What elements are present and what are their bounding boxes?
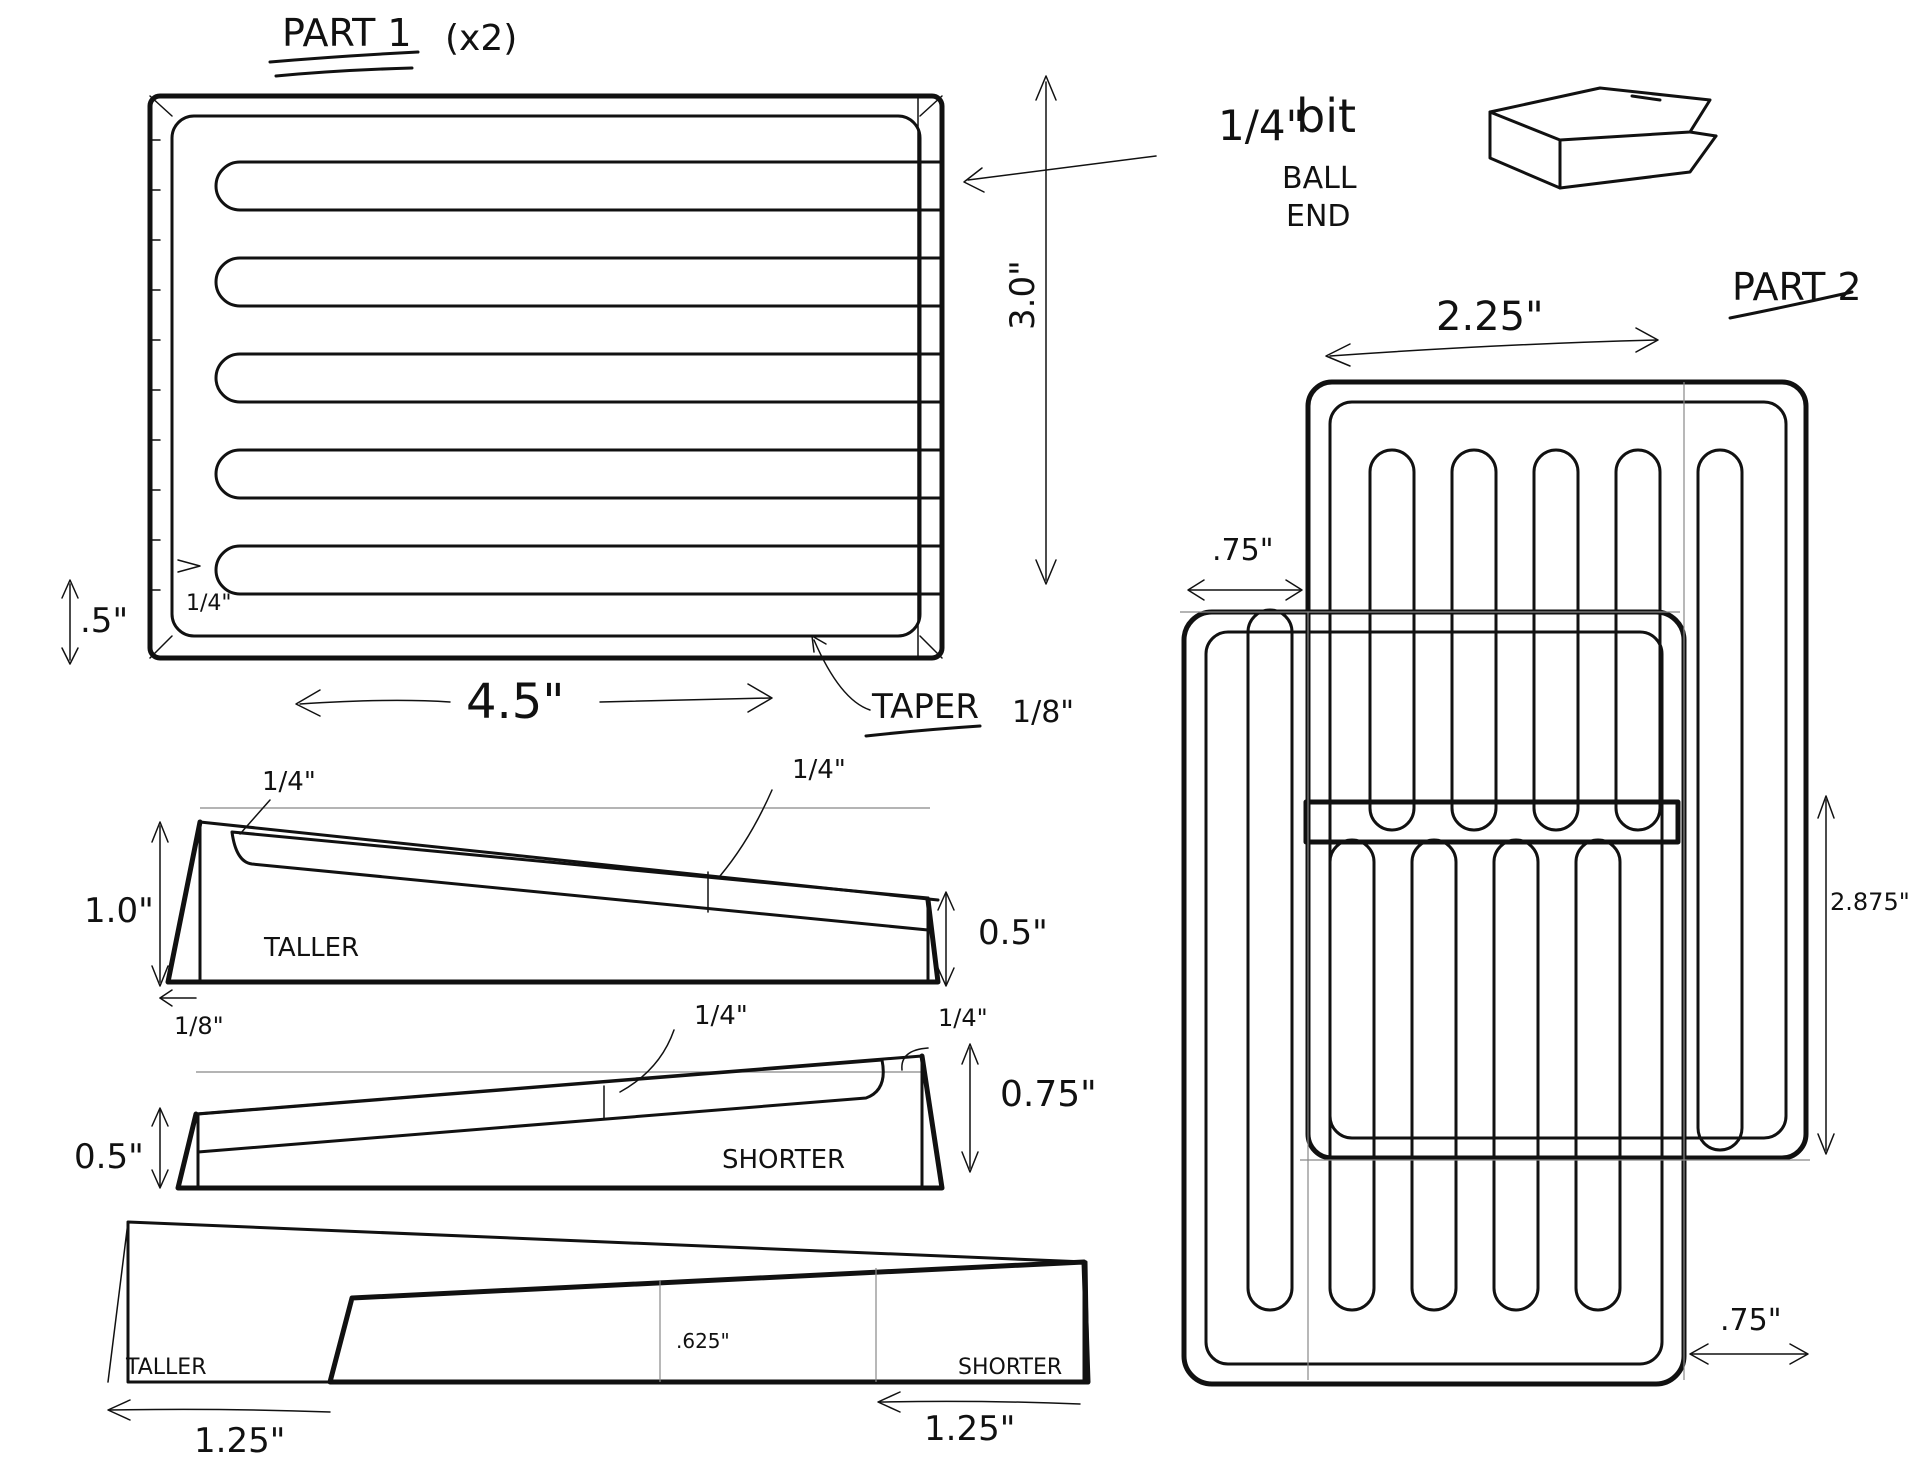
- shorter-left-height: 0.5": [74, 1137, 144, 1177]
- part2-back-outer: [1305, 379, 1809, 1161]
- part2-back-plate: [1305, 379, 1809, 1161]
- part2-front-grooves: [1246, 608, 1622, 1312]
- part1-width-dim: [295, 683, 773, 717]
- bit-end: END: [1286, 199, 1351, 234]
- shorter-label: SHORTER: [722, 1145, 845, 1175]
- shorter-end-groove: 1/4": [938, 1004, 988, 1032]
- taller-bottom-taper: 1/8": [174, 1012, 224, 1040]
- part2-cross-bar: [1303, 799, 1681, 845]
- assembly-taller: [126, 1220, 1090, 1384]
- part1-inner-edge: [170, 114, 922, 638]
- part2-width-dim: [1325, 327, 1659, 367]
- shorter-right-height: 0.75": [1000, 1074, 1097, 1115]
- wedge-3d-sketch: [1488, 86, 1718, 190]
- taller-mid-groove: 1/4": [792, 755, 846, 785]
- part2-back-inner: [1328, 400, 1788, 1140]
- part2-back-grooves: [1368, 448, 1744, 1152]
- part1-qty: (x2): [445, 18, 517, 59]
- taper-label: TAPER: [871, 687, 979, 727]
- groove-1: [214, 160, 944, 212]
- part2-offset-top-dim: [1187, 579, 1303, 601]
- part1-height-label: 3.0": [1003, 260, 1043, 330]
- part2-offset-bottom-dim: [1689, 1343, 1809, 1365]
- shorter-body: [175, 1053, 945, 1191]
- part2-front-outer: [1181, 609, 1687, 1387]
- assembly-view: [107, 1220, 1091, 1385]
- taller-label: TALLER: [263, 933, 359, 963]
- part2-width-label: 2.25": [1436, 294, 1543, 340]
- taller-top-groove: 1/4": [262, 767, 316, 797]
- part1-width-label: 4.5": [466, 674, 564, 730]
- part2-front-plate: [1181, 608, 1687, 1387]
- assembly-left-len: 1.25": [194, 1421, 285, 1461]
- taller-right-height: 0.5": [978, 913, 1048, 953]
- part2-title: PART 2: [1732, 265, 1862, 309]
- shorter-profile: [175, 1053, 945, 1191]
- part1-edge-label: .5": [80, 601, 128, 641]
- shorter-groove: [196, 1058, 885, 1154]
- part1-height-dim: [1035, 75, 1057, 585]
- part1-outer-edge: [147, 93, 945, 661]
- bit-ball: BALL: [1282, 161, 1357, 196]
- groove-3: [214, 352, 944, 404]
- taller-profile: [165, 807, 941, 985]
- shorter-mid-groove: 1/4": [694, 1001, 748, 1031]
- part2-offset-bottom: .75": [1720, 1303, 1782, 1338]
- part2-offset-top: .75": [1212, 533, 1274, 568]
- part1-groove-offset: 1/4": [186, 591, 232, 616]
- assembly-right-len: 1.25": [924, 1409, 1015, 1449]
- groove-5: [214, 544, 944, 596]
- assembly-mid-value: .625": [676, 1329, 730, 1353]
- part1-grooves: [214, 160, 944, 596]
- part2-construction-lines: [1180, 382, 1810, 1380]
- groove-4: [214, 448, 944, 500]
- taper-value: 1/8": [1012, 695, 1074, 730]
- part1-title: PART 1: [282, 11, 412, 55]
- groove-2: [214, 256, 944, 308]
- bit-leader: [967, 155, 1157, 181]
- assembly-right-label: SHORTER: [958, 1355, 1062, 1380]
- bit-size: 1/4": [1218, 101, 1305, 150]
- taller-left-height: 1.0": [84, 891, 154, 931]
- part1-edge-dim: [61, 579, 79, 665]
- taller-groove: [230, 830, 930, 932]
- part2-height-label: 2.875": [1830, 888, 1910, 916]
- taper-leader: [813, 639, 871, 711]
- part1-plate: [147, 93, 945, 661]
- part2-front-inner: [1204, 630, 1664, 1366]
- bit-word: bit: [1296, 89, 1356, 143]
- taller-body: [165, 819, 941, 985]
- assembly-left-label: TALLER: [125, 1355, 206, 1380]
- part2-height-dim: [1817, 795, 1835, 1155]
